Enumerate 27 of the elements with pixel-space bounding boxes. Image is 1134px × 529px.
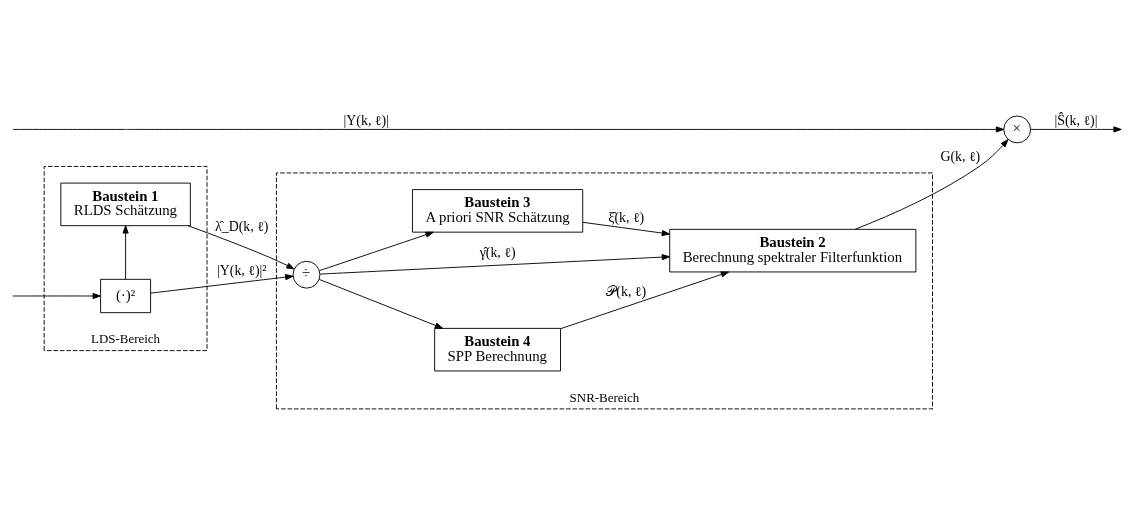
edge-label: λ̂_D(k, ℓ) — [215, 218, 269, 234]
node-box: (·)² — [100, 278, 152, 313]
node-circle: × — [1003, 115, 1032, 143]
arrow — [12, 125, 1005, 132]
edge-label: γ̂(k, ℓ) — [479, 244, 516, 260]
node-box: Baustein 3 A priori SNR Schätzung — [412, 188, 584, 233]
edge-label: |Ŝ(k, ℓ)| — [1054, 112, 1098, 128]
edge-label: G(k, ℓ) — [940, 148, 981, 164]
arrow — [150, 273, 294, 294]
arrow — [122, 224, 129, 280]
arrow — [582, 221, 670, 236]
edge-label: ξ̂(k, ℓ) — [608, 209, 645, 225]
node-box: Baustein 2 Berechnung spektraler Filterfunktion — [669, 228, 917, 272]
node-box: Baustein 4 SPP Berechnung — [434, 327, 561, 371]
node-circle: ÷ — [292, 260, 321, 289]
arrow — [318, 278, 444, 329]
edge-label: |Y(k, ℓ)|² — [216, 262, 267, 278]
node-box: Baustein 1 RLDS Schätzung — [60, 182, 191, 226]
edge-label: 𝒫(k, ℓ) — [606, 283, 647, 299]
arrow — [560, 270, 730, 329]
arrow — [12, 292, 101, 299]
arrow — [319, 231, 434, 271]
arrow — [319, 253, 671, 275]
edge-label: |Y(k, ℓ)| — [343, 112, 389, 128]
arrow — [854, 138, 1009, 230]
arrow — [1030, 125, 1122, 132]
arrow — [187, 224, 295, 269]
